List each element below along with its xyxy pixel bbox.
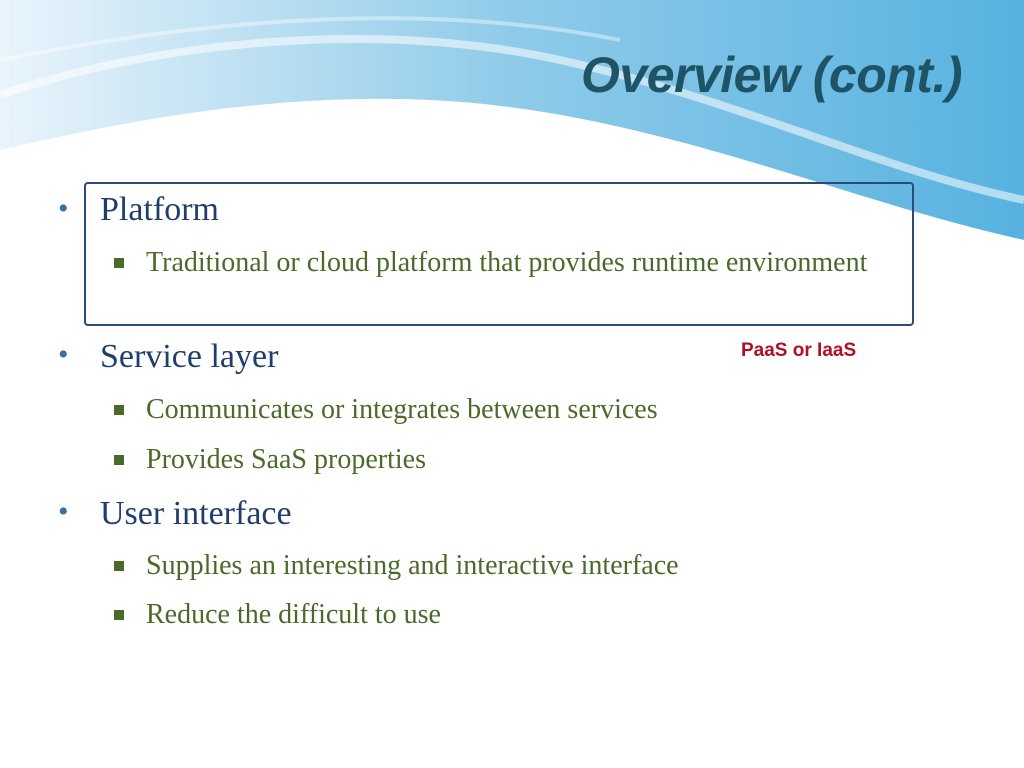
square-bullet-icon <box>114 258 124 268</box>
bullet-dot-icon: • <box>58 495 69 528</box>
sub-item-runtime: Traditional or cloud platform that provi… <box>146 247 868 278</box>
bullet-dot-icon: • <box>58 192 69 225</box>
paas-iaas-callout: PaaS or IaaS <box>741 340 857 361</box>
slide-title: Overview (cont.) <box>581 47 963 103</box>
sub-item-supplies: Supplies an interesting and interactive … <box>146 550 679 581</box>
bullet-dot-icon: • <box>58 338 69 371</box>
list-item-platform: Platform <box>100 191 219 228</box>
sub-item-saas: Provides SaaS properties <box>146 444 426 475</box>
square-bullet-icon <box>114 405 124 415</box>
list-item-service-layer: Service layer <box>100 338 279 375</box>
list-item-user-interface: User interface <box>100 495 292 532</box>
square-bullet-icon <box>114 610 124 620</box>
square-bullet-icon <box>114 455 124 465</box>
sub-item-communicates: Communicates or integrates between servi… <box>146 394 658 425</box>
platform-highlight-box <box>84 182 914 326</box>
square-bullet-icon <box>114 561 124 571</box>
sub-item-reduce: Reduce the difficult to use <box>146 599 441 630</box>
